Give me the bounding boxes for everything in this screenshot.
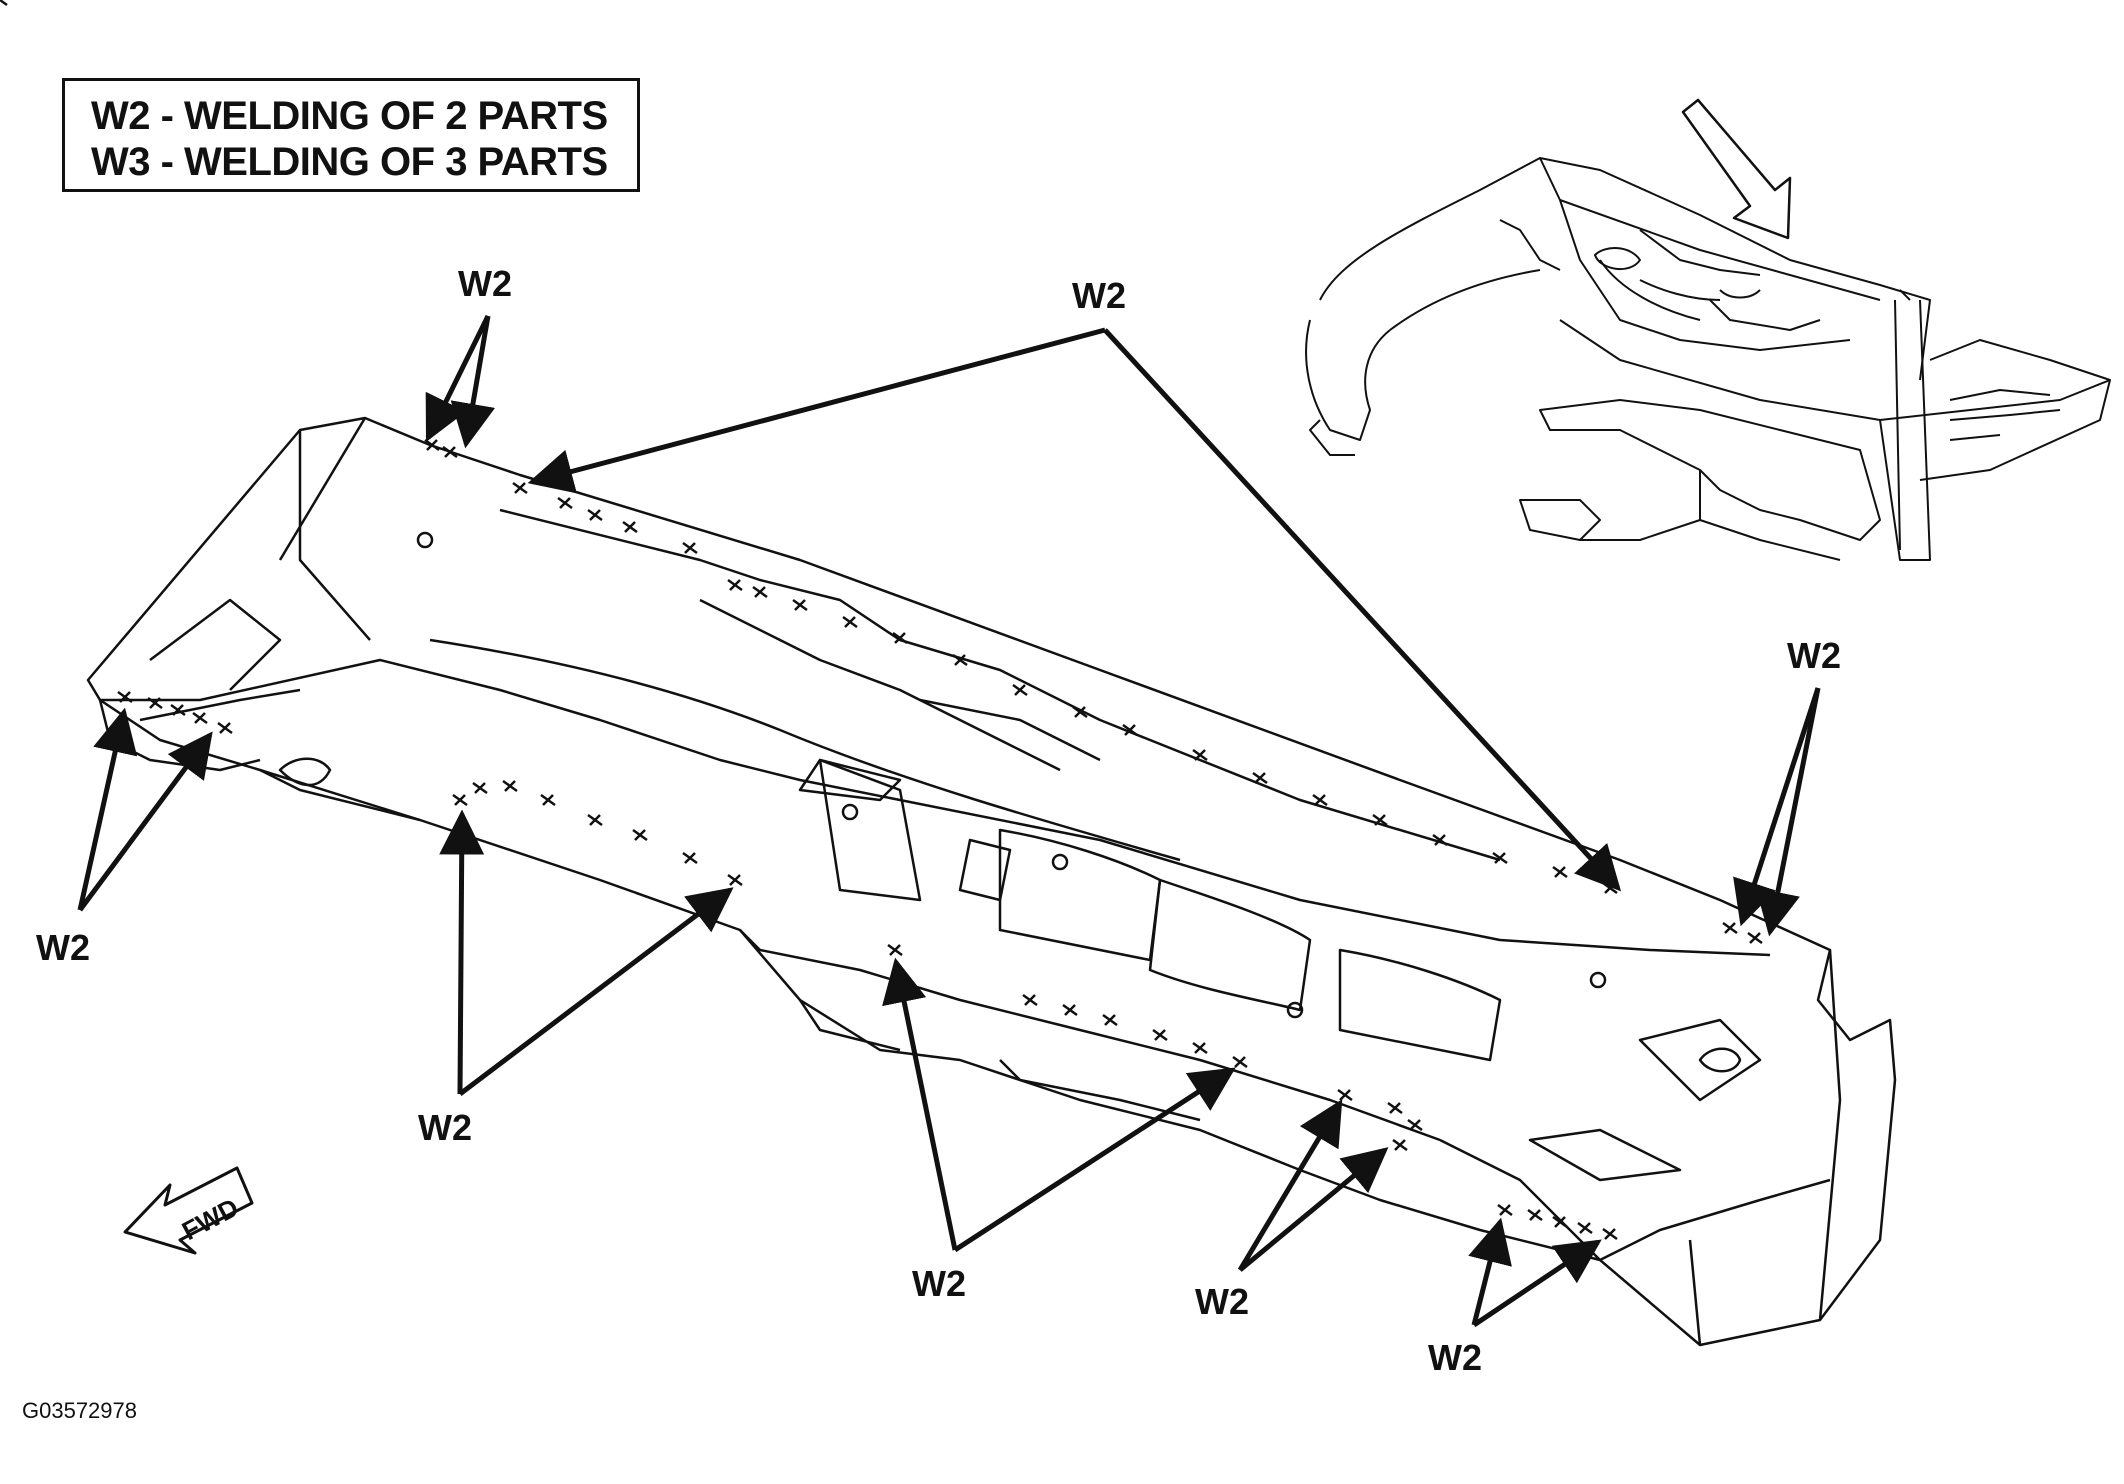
inset-view-arrow	[1681, 98, 1792, 240]
leader-arrows	[77, 314, 1821, 1328]
cowl-panel	[86, 416, 1897, 1347]
callout-top-center: W2	[1072, 275, 1126, 316]
callout-top-left: W2	[458, 263, 512, 304]
legend-line-w3: W3 - WELDING OF 3 PARTS	[91, 140, 608, 184]
figure-id: G03572978	[22, 1398, 137, 1423]
fwd-arrow: FWD	[123, 1166, 254, 1255]
weld-marks	[0, 0, 1764, 1241]
legend-box: W2 - WELDING OF 2 PARTS W3 - WELDING OF …	[62, 78, 640, 192]
inset-body-structure	[1305, 157, 2111, 561]
legend-line-w2: W2 - WELDING OF 2 PARTS	[91, 94, 608, 138]
callout-lower-right-1: W2	[1195, 1281, 1249, 1322]
callout-lower-right-2: W2	[1428, 1337, 1482, 1378]
callout-left: W2	[36, 927, 90, 968]
callout-lower-center: W2	[912, 1263, 966, 1304]
callout-lower-left: W2	[418, 1107, 472, 1148]
callout-right: W2	[1787, 635, 1841, 676]
